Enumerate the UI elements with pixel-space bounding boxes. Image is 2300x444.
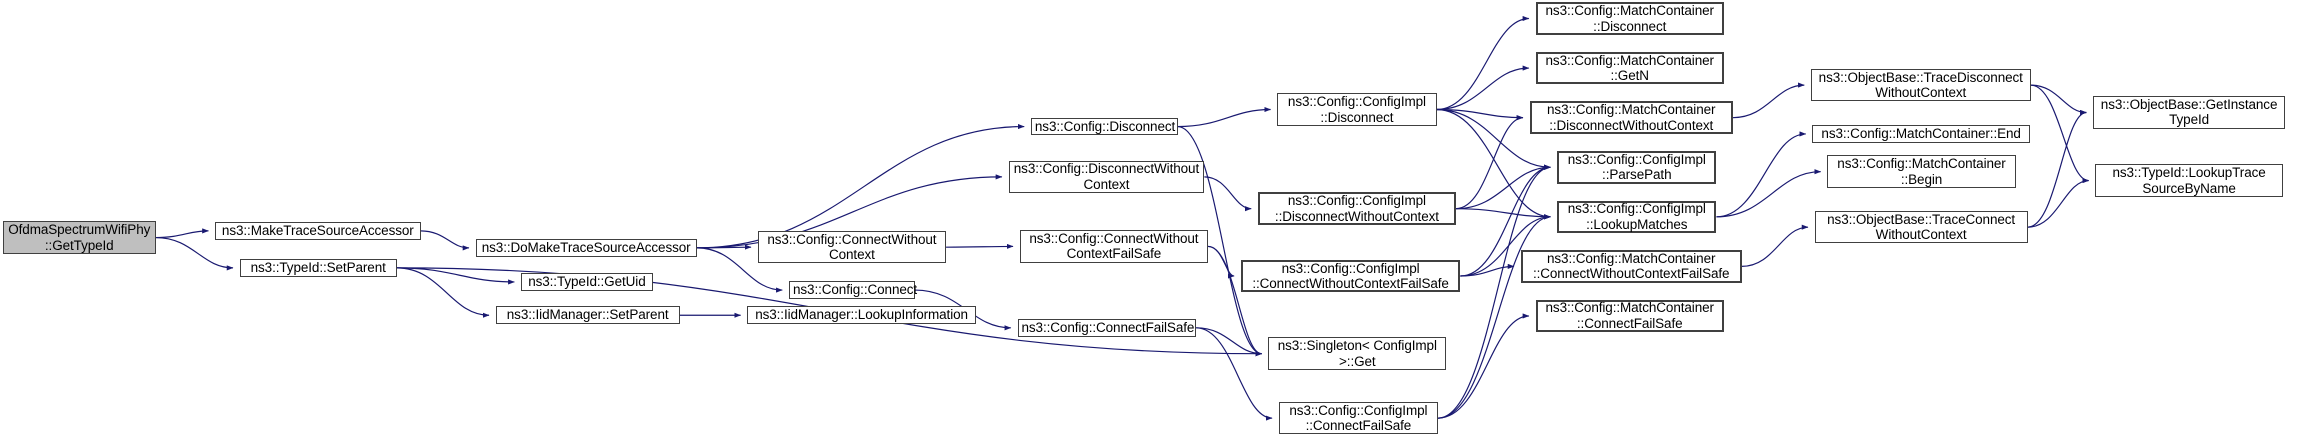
graph-node-label: ns3::Config::MatchContainer ::ConnectFai… (1545, 300, 1714, 331)
graph-node[interactable]: ns3::Config::MatchContainer ::GetN (1535, 51, 1724, 85)
graph-node[interactable]: ns3::Config::DisconnectWithout Context (1008, 160, 1205, 194)
graph-node[interactable]: ns3::ObjectBase::TraceDisconnect Without… (1810, 68, 2031, 102)
graph-node-label: ns3::Config::ConfigImpl ::ConnectFailSaf… (1289, 402, 1428, 434)
graph-node-label: ns3::TypeId::GetUid (528, 274, 646, 290)
graph-node-label: ns3::ObjectBase::GetInstance TypeId (2100, 96, 2278, 128)
graph-node[interactable]: ns3::Config::MatchContainer ::ConnectWit… (1520, 250, 1742, 283)
graph-node[interactable]: ns3::Config::ConnectWithout Context (757, 230, 947, 264)
graph-node-label: ns3::Config::ConfigImpl ::ConnectWithout… (1252, 260, 1449, 292)
graph-node[interactable]: ns3::MakeTraceSourceAccessor (215, 222, 421, 240)
graph-node-label: ns3::Config::Disconnect (1034, 118, 1176, 134)
graph-node-label: ns3::MakeTraceSourceAccessor (221, 223, 414, 239)
graph-node[interactable]: ns3::Config::MatchContainer ::Disconnect (1535, 2, 1724, 35)
graph-node[interactable]: ns3::Config::ConfigImpl ::ConnectWithout… (1240, 259, 1461, 293)
graph-node[interactable]: ns3::Config::Disconnect (1030, 117, 1178, 136)
graph-node[interactable]: ns3::TypeId::GetUid (521, 273, 653, 291)
graph-node[interactable]: ns3::IidManager::LookupInformation (747, 306, 976, 325)
graph-node-label: ns3::IidManager::LookupInformation (755, 307, 968, 323)
graph-node-label: ns3::Config::MatchContainer ::ConnectWit… (1532, 250, 1730, 282)
graph-node-label: ns3::Singleton< ConfigImpl >::Get (1277, 338, 1437, 369)
graph-node[interactable]: ns3::Config::ConnectWithout ContextFailS… (1019, 230, 1209, 263)
graph-node-label: ns3::Config::ConnectWithout Context (767, 231, 937, 263)
graph-node[interactable]: OfdmaSpectrumWifiPhy ::GetTypeId (2, 221, 156, 254)
graph-node-label: ns3::TypeId::LookupTrace SourceByName (2112, 165, 2266, 196)
graph-node[interactable]: ns3::Config::MatchContainer::End (1812, 125, 2030, 143)
graph-node-label: ns3::Config::MatchContainer ::Disconnect (1545, 3, 1714, 34)
graph-node[interactable]: ns3::Config::MatchContainer ::Disconnect… (1529, 101, 1733, 134)
graph-node-label: ns3::Config::ConfigImpl ::DisconnectWith… (1274, 193, 1439, 224)
graph-node-label: ns3::Config::MatchContainer ::Disconnect… (1547, 102, 1716, 133)
graph-node-label: ns3::Config::DisconnectWithout Context (1013, 161, 1200, 192)
graph-node-label: ns3::ObjectBase::TraceConnect WithoutCon… (1827, 211, 2016, 243)
graph-node[interactable]: ns3::ObjectBase::TraceConnect WithoutCon… (1814, 210, 2028, 244)
graph-node[interactable]: ns3::DoMakeTraceSourceAccessor (475, 239, 697, 257)
graph-node-label: ns3::Config::ConnectWithout ContextFailS… (1029, 230, 1199, 262)
graph-node-label: ns3::Config::ConfigImpl ::LookupMatches (1567, 201, 1706, 232)
graph-node-label: ns3::Config::MatchContainer ::GetN (1545, 52, 1714, 84)
graph-node[interactable]: ns3::IidManager::SetParent (495, 306, 680, 325)
graph-node[interactable]: ns3::Config::ConfigImpl ::ConnectFailSaf… (1278, 401, 1439, 435)
graph-node-label: ns3::ObjectBase::TraceDisconnect Without… (1818, 69, 2023, 101)
graph-node[interactable]: ns3::Config::ConfigImpl ::DisconnectWith… (1257, 192, 1456, 225)
graph-node-label: OfdmaSpectrumWifiPhy ::GetTypeId (8, 222, 151, 253)
graph-node[interactable]: ns3::Config::MatchContainer ::ConnectFai… (1535, 299, 1724, 333)
graph-node-label: ns3::Config::ConfigImpl ::Disconnect (1287, 94, 1426, 125)
graph-node[interactable]: ns3::Config::ConfigImpl ::ParsePath (1557, 150, 1717, 184)
graph-node[interactable]: ns3::Config::MatchContainer ::Begin (1827, 155, 2016, 188)
graph-node-label: ns3::TypeId::SetParent (250, 260, 386, 276)
graph-node-label: ns3::Config::ConnectFailSafe (1021, 320, 1195, 336)
graph-node[interactable]: ns3::TypeId::LookupTrace SourceByName (2095, 164, 2283, 197)
graph-node-label: ns3::IidManager::SetParent (506, 307, 669, 323)
graph-node[interactable]: ns3::Config::ConnectFailSafe (1017, 318, 1197, 337)
graph-node[interactable]: ns3::TypeId::SetParent (239, 259, 397, 277)
graph-node-label: ns3::DoMakeTraceSourceAccessor (481, 240, 691, 256)
graph-node[interactable]: ns3::Config::ConfigImpl ::Disconnect (1277, 93, 1437, 126)
graph-node[interactable]: ns3::ObjectBase::GetInstance TypeId (2093, 96, 2286, 129)
graph-node-label: ns3::Config::MatchContainer ::Begin (1837, 156, 2006, 187)
graph-node[interactable]: ns3::Singleton< ConfigImpl >::Get (1268, 337, 1447, 370)
graph-node-label: ns3::Config::Connect (792, 282, 918, 298)
graph-node-label: ns3::Config::ConfigImpl ::ParsePath (1567, 151, 1706, 183)
graph-node[interactable]: ns3::Config::Connect (788, 281, 918, 299)
graph-node-label: ns3::Config::MatchContainer::End (1821, 126, 2021, 142)
graph-node[interactable]: ns3::Config::ConfigImpl ::LookupMatches (1557, 200, 1717, 234)
